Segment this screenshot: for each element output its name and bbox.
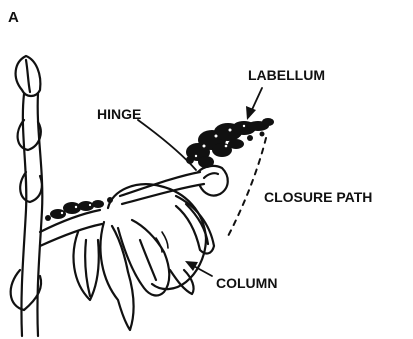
petal-lower: [100, 222, 133, 330]
labellum-stipple: [186, 118, 274, 168]
sepal-stipple: [45, 197, 113, 221]
hinge-joint: [198, 166, 228, 196]
stem-leaf-base: [11, 270, 41, 310]
sepal-left-vein: [85, 240, 90, 296]
labellum-arrowhead: [246, 106, 256, 120]
hinge-label: HINGE: [97, 107, 141, 121]
hinge-fold: [204, 173, 218, 178]
stem-left-edge: [21, 94, 26, 336]
column-label: COLUMN: [216, 276, 277, 290]
labellum-arm-upper: [120, 172, 200, 196]
panel-letter: A: [8, 10, 19, 25]
closure-path-label: CLOSURE PATH: [264, 190, 372, 204]
column-inner-line: [140, 240, 156, 280]
labellum-label: LABELLUM: [248, 68, 325, 82]
closure-path-dashed-line: [226, 138, 266, 240]
petal-right-drop: [170, 270, 194, 294]
column-hatch-2: [162, 232, 168, 248]
stem-bract-2: [20, 172, 42, 202]
flower-body: [108, 184, 206, 289]
bud-sepal-line: [26, 60, 30, 92]
